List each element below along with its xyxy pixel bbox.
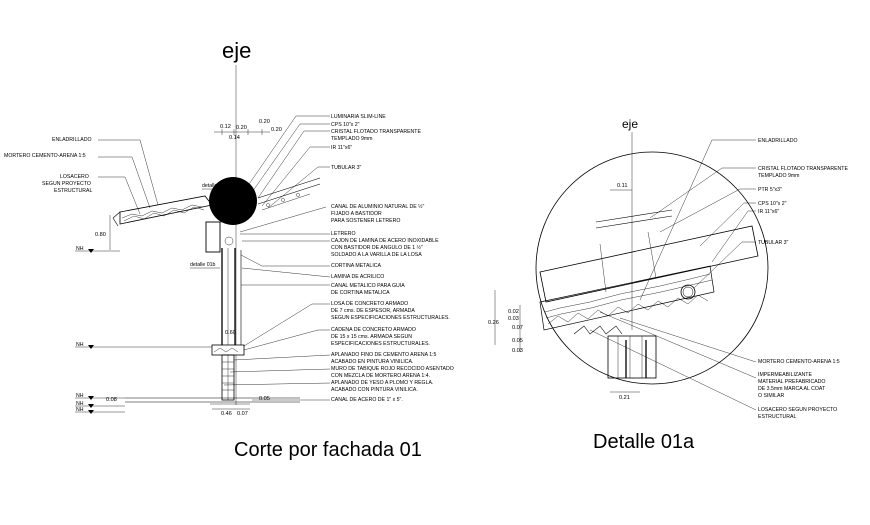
- label-bastidor: CON BASTIDOR DE ANGULO DE 1 ½": [331, 244, 423, 251]
- label-sostener: PARA SOSTENER LETRERO: [331, 218, 400, 224]
- detail-label-imper-1: IMPERMEABILIZANTE: [758, 372, 812, 378]
- detail-dim-002: 0.02: [508, 309, 519, 315]
- label-acabado-vinilica: ACABADO CON PINTURA VINILICA.: [331, 387, 418, 393]
- detail-circle: [535, 151, 769, 385]
- detail-label-tubular: TUBULAR 3": [758, 240, 789, 246]
- label-cps: CPS 10"x 2": [331, 122, 360, 128]
- section-left-labels: ENLADRILLADO MORTERO CEMENTO-ARENA 1:5 L…: [4, 137, 159, 215]
- label-cortina: CORTINA METALICA: [331, 263, 382, 269]
- detail-dim-021: 0.21: [619, 395, 630, 401]
- dim-060: 0.60: [225, 330, 236, 336]
- detail-label-ir: IR 11"x6": [758, 209, 779, 215]
- label-losa-2: DE 7 cms. DE ESPESOR, ARMADA: [331, 308, 415, 314]
- dim-007: 0.07: [237, 411, 248, 417]
- detail-label-losacero-1: LOSACERO SEGUN PROYECTO: [758, 407, 837, 413]
- section-ground: [125, 397, 300, 405]
- dim-020c: 0.20: [271, 127, 282, 133]
- section-level-marks: NH NH NH NH NH: [75, 246, 212, 414]
- dim-020b: 0.20: [259, 119, 270, 125]
- section-title: Corte por fachada 01: [234, 439, 422, 461]
- label-ir: IR 11"x6": [331, 145, 352, 151]
- detail-beam: [539, 225, 759, 303]
- section-dimensions: 0.12 0.20 0.20 0.20 0.14 0.80 0.60 0.08 …: [95, 119, 282, 417]
- detail-dim-003a: 0.03: [508, 316, 519, 322]
- section-roof-slab: [112, 195, 213, 227]
- detail-label-ptr: PTR 5"x3": [758, 187, 782, 193]
- detail-glass: [595, 209, 673, 223]
- detail-axis-label: eje: [622, 117, 638, 131]
- detail-roof-layers: [539, 265, 715, 379]
- label-canal-acero: CANAL DE ACERO DE 1" x 5".: [331, 397, 403, 403]
- dim-046: 0.46: [221, 411, 232, 417]
- detail-tag-01b: detalle 01b: [190, 262, 215, 268]
- detail-label-cps: CPS 10"x 2": [758, 201, 787, 207]
- label-cajon: CAJON DE LAMINA DE ACERO INOXIDABLE: [331, 238, 439, 244]
- section-right-labels: LUMINARIA SLIM-LINE CPS 10"x 2" CRISTAL …: [223, 114, 454, 403]
- label-losacero-2: SEGUN PROYECTO: [42, 181, 91, 187]
- detail-label-losacero-2: ESTRUCTURAL: [758, 414, 796, 420]
- label-cadena-2: DE 15 x 15 cms. ARMADA SEGUN: [331, 334, 412, 340]
- detail-label-enladrillado: ENLADRILLADO: [758, 138, 798, 144]
- detail-dim-011: 0.11: [617, 183, 627, 189]
- dim-014: 0.14: [229, 135, 240, 141]
- level-mark-1: NH: [76, 246, 84, 252]
- section-canopy: [257, 177, 321, 211]
- dim-020a: 0.20: [236, 125, 247, 131]
- detail-label-imper-3: DE 3.5mm MARCA AL COAT: [758, 386, 826, 392]
- label-fijado: FIJADO A BASTIDOR: [331, 211, 382, 217]
- label-soldado: SOLDADO A LA VARILLA DE LA LOSA: [331, 252, 422, 258]
- section-drawing: eje: [4, 38, 454, 461]
- label-losacero-3: ESTRUCTURAL: [54, 188, 92, 194]
- dim-012: 0.12: [220, 124, 231, 130]
- section-axis-label: eje: [222, 38, 251, 63]
- label-canal-aluminio: CANAL DE ALUMINIO NATURAL DE ½": [331, 203, 424, 210]
- label-cristal: CRISTAL FLOTADO TRANSPARENTE: [331, 129, 421, 135]
- detail-label-imper-4: O SIMILAR: [758, 393, 784, 399]
- level-mark-5: NH: [76, 407, 84, 413]
- label-cadena-3: ESPECIFICACIONES ESTRUCTURALES.: [331, 341, 430, 347]
- dim-008: 0.08: [106, 397, 117, 403]
- label-losacero-1: LOSACERO: [60, 174, 89, 180]
- detail-dim-005: 0.05: [512, 338, 523, 344]
- label-tubular: TUBULAR 3": [331, 165, 362, 171]
- level-mark-4: NH: [76, 401, 84, 407]
- detail-drawing: eje 0: [488, 117, 848, 453]
- level-mark-2: NH: [76, 342, 84, 348]
- label-canal-guia: CANAL METALICO PARA GUIA: [331, 283, 405, 289]
- label-luminaria: LUMINARIA SLIM-LINE: [331, 114, 386, 120]
- label-letrero: LETRERO: [331, 231, 356, 237]
- detail-label-mortero: MORTERO CEMENTO-ARENA 1:5: [758, 359, 840, 365]
- label-losa: LOSA DE CONCRETO ARMADO: [331, 301, 408, 307]
- detail-dim-003b: 0.03: [512, 348, 523, 354]
- label-acrilico: LAMINA DE ACRILICO: [331, 274, 384, 280]
- label-enladrillado: ENLADRILLADO: [52, 137, 92, 143]
- detail-title: Detalle 01a: [593, 431, 695, 453]
- detail-labels: ENLADRILLADO CRISTAL FLOTADO TRANSPARENT…: [589, 138, 848, 420]
- label-muro: MURO DE TABIQUE ROJO RECOCIDO ASENTADO: [331, 366, 454, 372]
- detail-dim-007: 0.07: [512, 325, 523, 331]
- label-losa-3: SEGUN ESPECIFICACIONES ESTRUCTURALES.: [331, 315, 450, 321]
- detail-tag-01a: detalle 01a: [202, 183, 227, 189]
- detail-label-templado: TEMPLADO 9mm: [758, 173, 800, 179]
- detail-dim-026: 0.26: [488, 320, 499, 326]
- detail-label-cristal: CRISTAL FLOTADO TRANSPARENTE: [758, 166, 848, 172]
- section-wall: [205, 221, 245, 401]
- label-cadena: CADENA DE CONCRETO ARMADO: [331, 327, 416, 333]
- label-mortero: MORTERO CEMENTO-ARENA 1:5: [4, 153, 86, 159]
- detail-dimensions: 0.11 0.26 0.02 0.03 0.07 0.05 0.03 0.21: [488, 183, 640, 401]
- label-cortina-metalica: DE CORTINA METALICA: [331, 290, 390, 296]
- label-aplanado-fino: APLANADO FINO DE CEMENTO ARENA 1:5: [331, 352, 437, 358]
- level-mark-3: NH: [76, 393, 84, 399]
- label-templado: TEMPLADO 9mm: [331, 136, 373, 142]
- dim-005: 0.05: [259, 396, 270, 402]
- dim-080: 0.80: [95, 232, 106, 238]
- detail-label-imper-2: MATERIAL PREFABRICADO: [758, 379, 825, 385]
- label-aplanado-yeso: APLANADO DE YESO A PLOMO Y REGLA.: [331, 380, 433, 386]
- label-acabado-pintura: ACABADO EN PINTURA VINILICA.: [331, 359, 413, 365]
- label-mezcla: CON MEZCLA DE MORTERO ARENA 1:4.: [331, 373, 430, 379]
